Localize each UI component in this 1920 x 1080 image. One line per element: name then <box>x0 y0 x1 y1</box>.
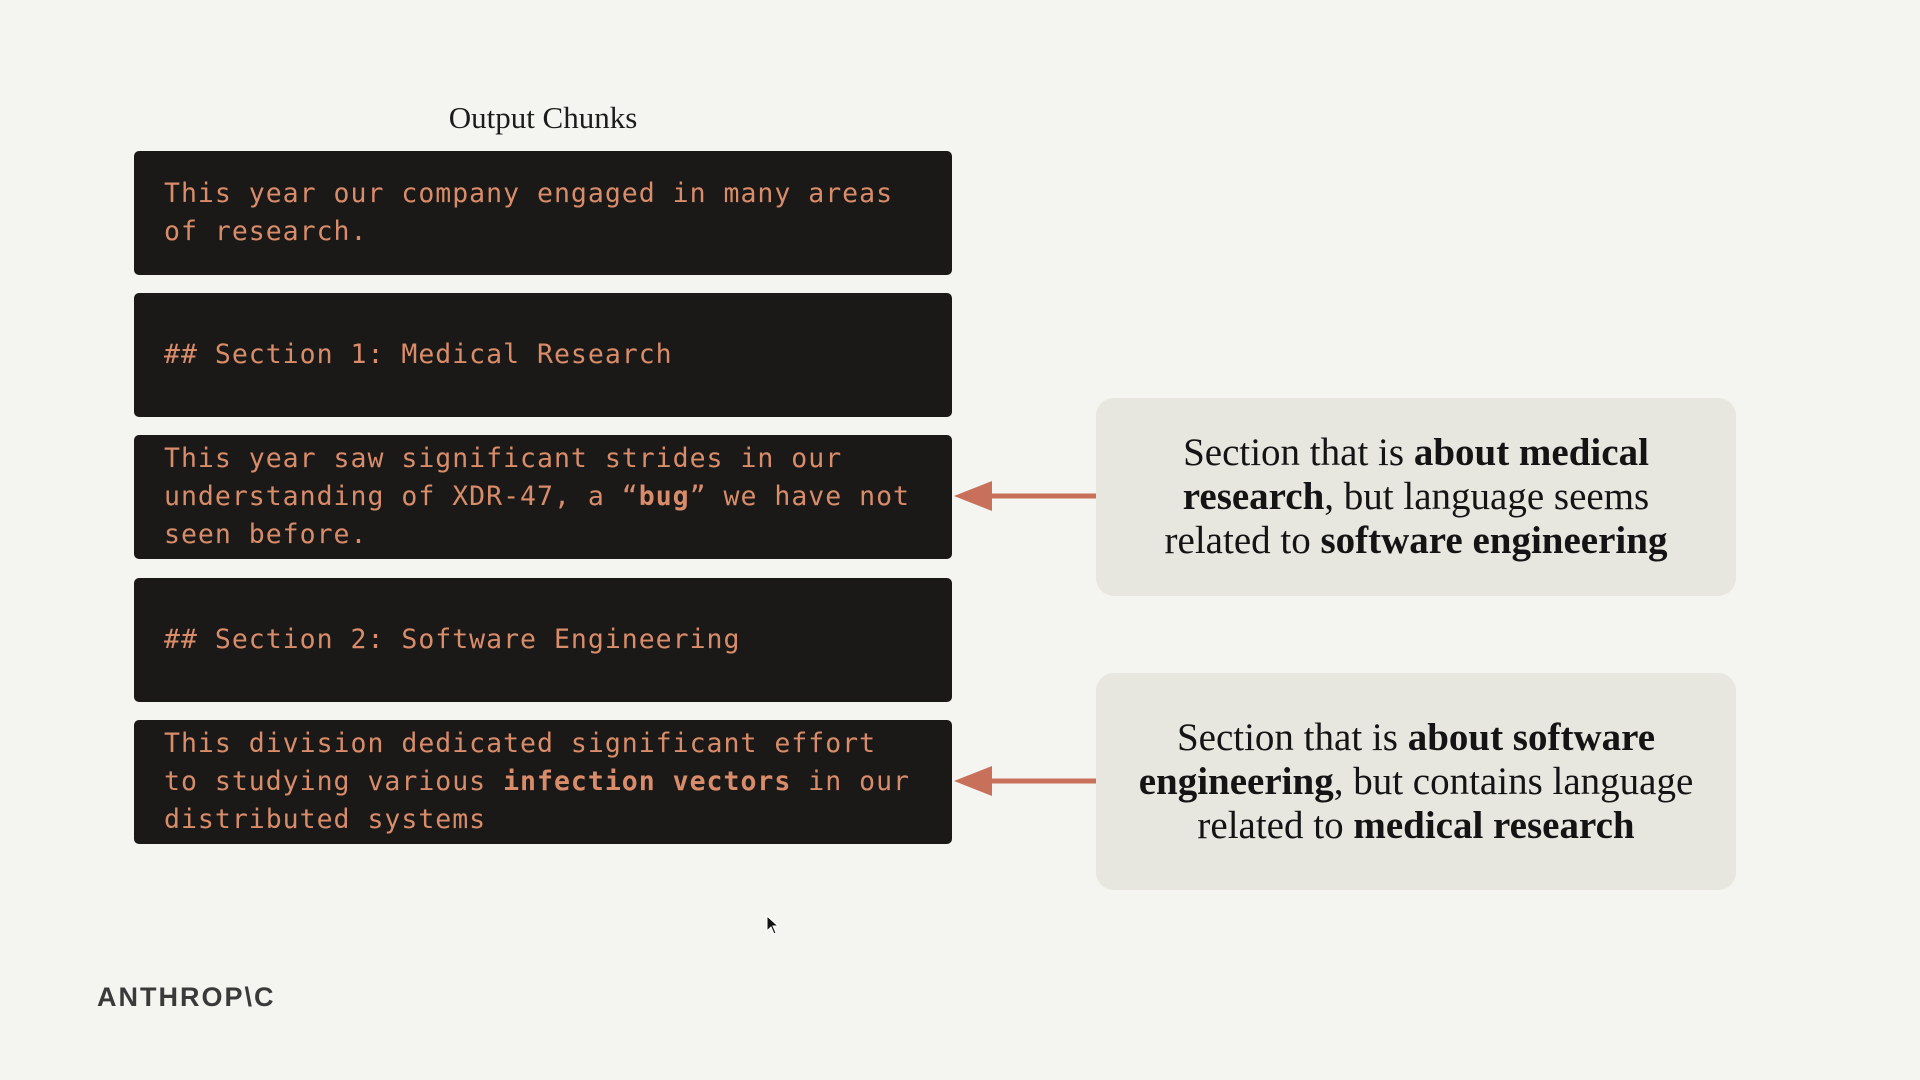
chunk-intro: This year our company engaged in many ar… <box>134 151 952 275</box>
text-segment: ## Section 2: Software Engineering <box>164 624 741 655</box>
callout-medical-research: Section that is about medical research, … <box>1096 398 1736 596</box>
emphasized-text: software engineering <box>1320 519 1668 562</box>
chunk-text: This year saw significant strides in our… <box>164 440 910 554</box>
text-segment: This division dedicated significant effo… <box>164 728 877 797</box>
output-chunks-title: Output Chunks <box>448 100 638 135</box>
emphasized-text: about software engineering <box>1138 715 1656 803</box>
chunk-text: This division dedicated significant effo… <box>164 725 910 839</box>
emphasized-text: bug <box>638 481 690 512</box>
chunk-text: ## Section 1: Medical Research <box>164 336 673 374</box>
chunk-text: This year our company engaged in many ar… <box>164 175 893 251</box>
arrow-left-icon <box>954 766 1098 796</box>
text-segment: , but contains language related to <box>1197 759 1694 847</box>
chunk-section-2-heading: ## Section 2: Software Engineering <box>134 578 952 702</box>
anthropic-logo: ANTHROP\C <box>97 982 276 1012</box>
emphasized-text: infection vectors <box>503 766 792 797</box>
text-segment: ## Section 1: Medical Research <box>164 339 673 370</box>
chunk-medical-research: This year saw significant strides in our… <box>134 435 952 559</box>
mouse-cursor-icon <box>766 915 780 935</box>
text-segment: in our distributed systems <box>164 766 911 835</box>
chunk-text: ## Section 2: Software Engineering <box>164 621 740 659</box>
text-segment: This year saw significant strides in our… <box>164 443 843 512</box>
callout-text: Section that is about medical research, … <box>1126 431 1706 563</box>
callout-software-engineering: Section that is about software engineeri… <box>1096 673 1736 890</box>
text-segment: Section that is <box>1176 715 1408 759</box>
callout-text: Section that is about software engineeri… <box>1126 716 1706 848</box>
emphasized-text: medical research <box>1353 803 1635 847</box>
emphasized-text: about medical research <box>1182 431 1649 518</box>
chunk-section-1-heading: ## Section 1: Medical Research <box>134 293 952 417</box>
arrow-left-icon <box>954 481 1098 511</box>
text-segment: , but language seems related to <box>1164 475 1650 562</box>
chunk-software-engineering: This division dedicated significant effo… <box>134 720 952 844</box>
text-segment: ” we have not seen before. <box>164 481 911 550</box>
text-segment: Section that is <box>1183 431 1414 474</box>
text-segment: This year our company engaged in many ar… <box>164 178 894 247</box>
